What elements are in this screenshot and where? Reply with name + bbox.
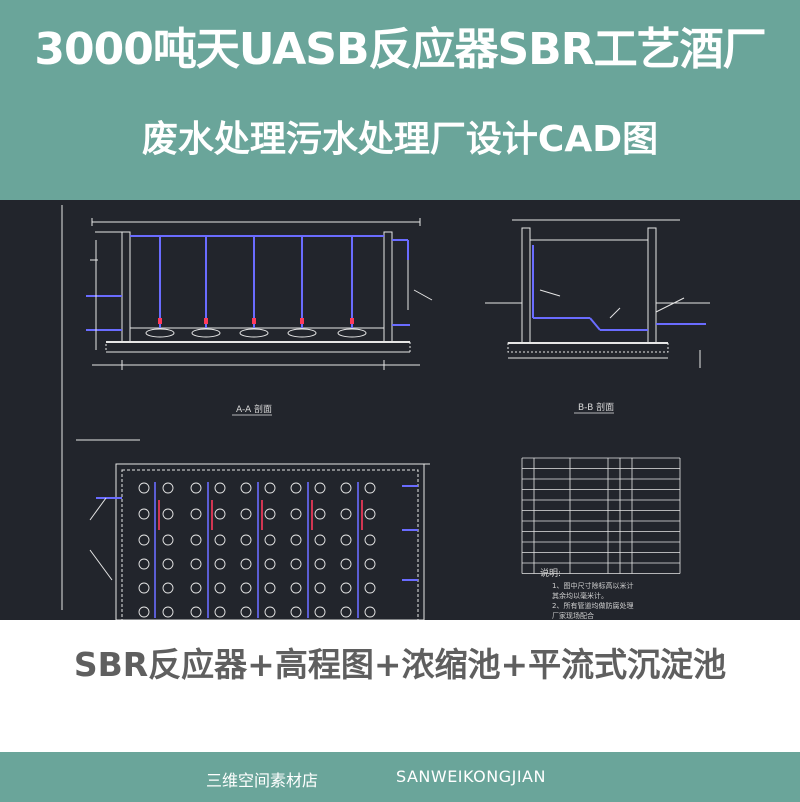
notes-line-1: 1、图中尺寸除标高以米计	[552, 581, 633, 590]
diffuser-head	[190, 606, 202, 618]
diffuser	[191, 328, 221, 338]
diffuser-head	[290, 534, 302, 546]
section-a-label: A-A 剖面	[236, 403, 272, 415]
diffuser-head	[138, 606, 150, 618]
diffuser-head	[138, 558, 150, 570]
diffuser-head	[240, 582, 252, 594]
diffuser-head	[290, 482, 302, 494]
diffuser-head	[264, 508, 276, 520]
diffuser-head	[162, 582, 174, 594]
notes-line-3: 2、所有管道均做防腐处理	[552, 601, 633, 610]
valve-mark	[300, 318, 304, 324]
diffuser-head	[364, 482, 376, 494]
diffuser-head	[290, 558, 302, 570]
valve-mark	[252, 318, 256, 324]
plan-view-diffuser-grid	[138, 482, 376, 618]
cad-drawing-preview: A-A 剖面	[0, 200, 800, 620]
diffuser-head	[138, 482, 150, 494]
title-banner: 3000吨天UASB反应器SBR工艺酒厂 废水处理污水处理厂设计CAD图	[0, 0, 800, 200]
diffuser-head	[162, 482, 174, 494]
diffuser-head	[214, 508, 226, 520]
diffuser-head	[190, 582, 202, 594]
diffuser-head	[264, 482, 276, 494]
diffuser-head	[314, 606, 326, 618]
diffuser-head	[162, 606, 174, 618]
shop-pinyin: SANWEIKONGJIAN	[396, 767, 546, 786]
diffuser-head	[264, 582, 276, 594]
diffuser-head	[340, 558, 352, 570]
diffuser-head	[240, 482, 252, 494]
diffuser-head	[290, 582, 302, 594]
diffuser-head	[240, 508, 252, 520]
notes-title: 说明:	[540, 567, 561, 579]
diffuser-head	[364, 534, 376, 546]
diffuser-head	[340, 508, 352, 520]
diffuser-head	[314, 582, 326, 594]
diffuser-head	[240, 606, 252, 618]
shop-footer: 三维空间素材店 SANWEIKONGJIAN	[0, 752, 800, 802]
diffuser	[239, 328, 269, 338]
diffuser-head	[240, 558, 252, 570]
feature-subtitle: SBR反应器+高程图+浓缩池+平流式沉淀池	[73, 645, 727, 684]
diffuser-head	[364, 606, 376, 618]
diffuser-head	[190, 558, 202, 570]
diffuser-head	[214, 606, 226, 618]
diffuser-head	[314, 508, 326, 520]
diffuser-head	[290, 508, 302, 520]
section-b-drawing	[485, 219, 710, 368]
diffuser-head	[364, 508, 376, 520]
diffuser-head	[340, 582, 352, 594]
equipment-table	[521, 457, 681, 574]
diffuser-head	[264, 606, 276, 618]
section-b-label: B-B 剖面	[578, 401, 614, 413]
diffuser-head	[214, 534, 226, 546]
diffuser-head	[314, 482, 326, 494]
title-line-1: 3000吨天UASB反应器SBR工艺酒厂	[34, 24, 766, 75]
diffuser-head	[314, 534, 326, 546]
diffuser-head	[214, 582, 226, 594]
diffuser-head	[290, 606, 302, 618]
diffuser-head	[162, 534, 174, 546]
notes-line-4: 厂家现场配合	[552, 611, 594, 620]
diffuser-head	[190, 534, 202, 546]
title-line-2: 废水处理污水处理厂设计CAD图	[141, 119, 659, 160]
shop-name: 三维空间素材店	[206, 771, 319, 790]
diffuser-head	[240, 534, 252, 546]
diffuser	[287, 328, 317, 338]
diffuser-head	[214, 482, 226, 494]
valve-mark	[158, 318, 162, 324]
diffuser	[145, 328, 175, 338]
notes-line-2: 其余均以毫米计。	[552, 591, 608, 600]
diffuser-head	[190, 508, 202, 520]
cad-drawing-canvas: A-A 剖面	[61, 205, 710, 620]
diffuser-head	[264, 558, 276, 570]
diffuser-head	[162, 508, 174, 520]
diffuser-head	[138, 534, 150, 546]
diffuser-head	[364, 558, 376, 570]
diffuser-head	[138, 582, 150, 594]
diffuser-head	[162, 558, 174, 570]
section-a-aeration-pipes	[145, 236, 367, 338]
diffuser	[337, 328, 367, 338]
diffuser-head	[340, 534, 352, 546]
diffuser-head	[340, 482, 352, 494]
valve-mark	[350, 318, 354, 324]
diffuser-head	[190, 482, 202, 494]
diffuser-head	[214, 558, 226, 570]
diffuser-head	[264, 534, 276, 546]
plan-view-drawing	[76, 439, 430, 620]
section-a-drawing	[86, 218, 433, 370]
diffuser-head	[314, 558, 326, 570]
diffuser-head	[340, 606, 352, 618]
diffuser-head	[364, 582, 376, 594]
valve-mark	[204, 318, 208, 324]
diffuser-head	[138, 508, 150, 520]
